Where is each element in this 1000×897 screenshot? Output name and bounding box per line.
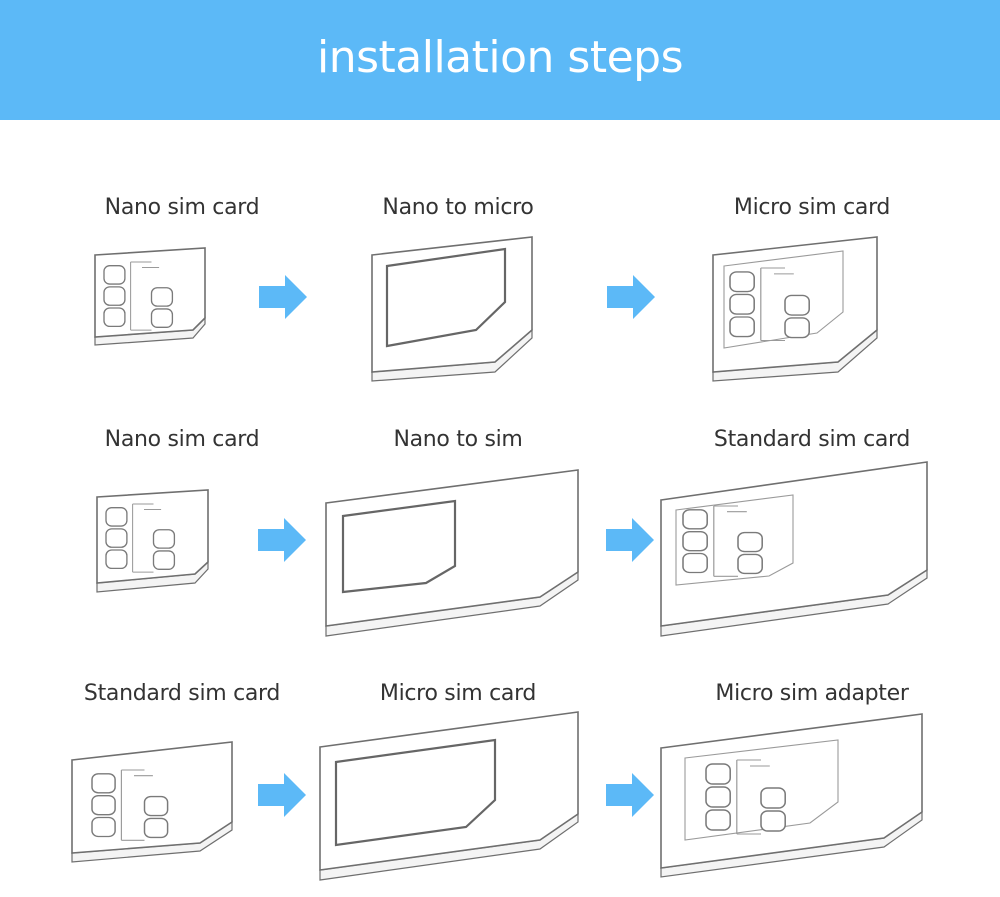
standard-sim-card-figure — [71, 741, 233, 863]
nano-to-micro-adapter-figure — [371, 236, 533, 382]
header-banner: installation steps — [0, 0, 1000, 120]
step-label-nano-to-micro: Nano to micro — [382, 195, 534, 220]
step-label-micro-sim-card: Micro sim card — [379, 681, 537, 706]
nano-sim-card-figure — [94, 247, 206, 346]
arrow-icon — [259, 275, 307, 319]
nano-sim-card-figure — [96, 489, 209, 593]
micro-sim-card-figure — [712, 236, 878, 382]
step-label-micro-sim-adapter: Micro sim adapter — [715, 681, 909, 706]
page-title: installation steps — [316, 31, 684, 83]
step-label-nano-to-sim: Nano to sim — [393, 427, 523, 452]
nano-to-sim-adapter-figure — [325, 469, 579, 637]
arrow-icon — [258, 773, 306, 817]
arrow-icon — [606, 773, 654, 817]
standard-sim-card-figure — [660, 461, 928, 637]
arrow-icon — [606, 518, 654, 562]
arrow-icon — [607, 275, 655, 319]
step-label-micro-sim-card: Micro sim card — [733, 195, 891, 220]
micro-sim-adapter-figure — [660, 713, 923, 878]
micro-sim-card-adapter-figure — [319, 711, 579, 881]
step-label-nano-sim-card: Nano sim card — [104, 427, 260, 452]
arrow-icon — [258, 518, 306, 562]
step-label-standard-sim-card: Standard sim card — [83, 681, 281, 706]
step-label-standard-sim-card: Standard sim card — [713, 427, 911, 452]
step-label-nano-sim-card: Nano sim card — [104, 195, 260, 220]
